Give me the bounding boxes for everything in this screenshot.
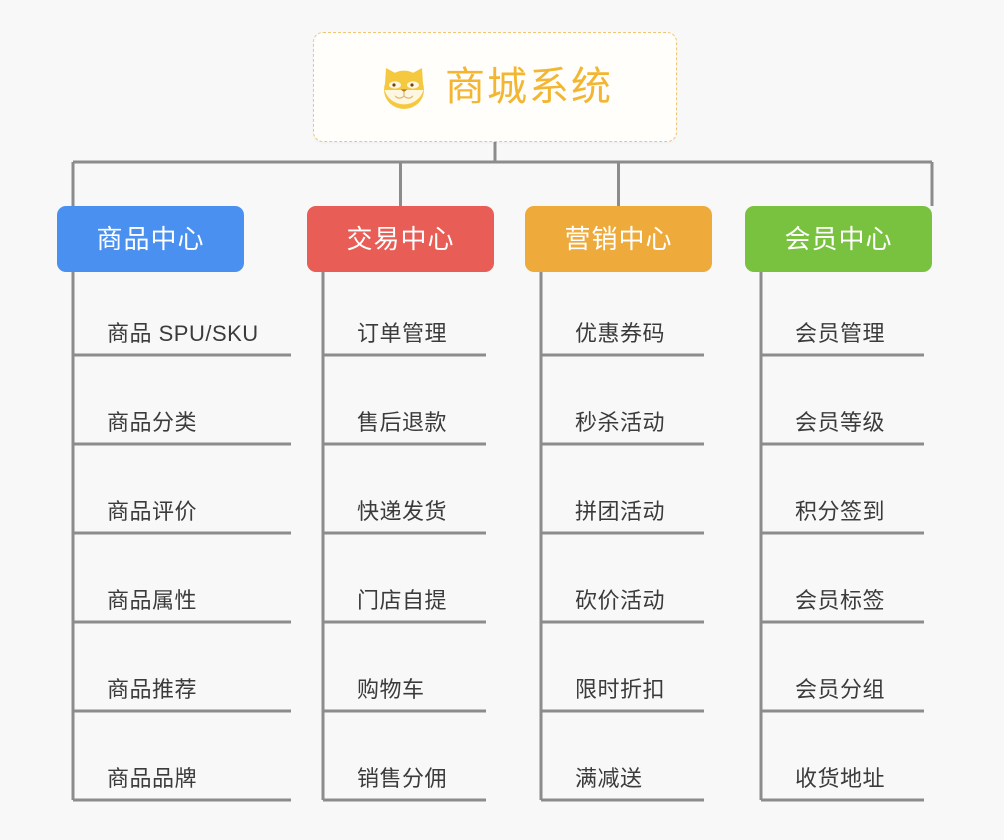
leaf-item-label: 会员管理	[795, 321, 886, 346]
category-box-product-center[interactable]: 商品中心	[57, 206, 244, 272]
leaf-item-label: 商品评价	[107, 499, 198, 524]
leaf-item[interactable]: 商品属性	[73, 533, 321, 622]
leaf-item[interactable]: 商品 SPU/SKU	[73, 266, 321, 355]
leaf-item[interactable]: 会员等级	[761, 355, 954, 444]
leaf-item[interactable]: 商品品牌	[73, 711, 321, 800]
category-label-member-center: 会员中心	[784, 224, 893, 254]
leaf-item[interactable]: 商品分类	[73, 355, 321, 444]
leaf-item[interactable]: 会员分组	[761, 622, 954, 711]
leaf-item-label: 商品推荐	[107, 677, 198, 702]
category-box-member-center[interactable]: 会员中心	[745, 206, 932, 272]
leaf-item[interactable]: 收货地址	[761, 711, 954, 800]
leaf-item[interactable]: 销售分佣	[323, 711, 516, 800]
leaf-item-label: 限时折扣	[575, 677, 666, 702]
leaf-item[interactable]: 订单管理	[323, 266, 516, 355]
leaf-item[interactable]: 购物车	[323, 622, 516, 711]
leaf-item-label: 门店自提	[357, 588, 448, 613]
leaf-item-label: 秒杀活动	[575, 410, 666, 435]
leaf-item-label: 积分签到	[795, 499, 886, 524]
leaf-item-label: 收货地址	[795, 766, 886, 791]
leaf-item-label: 商品 SPU/SKU	[107, 321, 259, 346]
leaf-item-label: 快递发货	[357, 499, 448, 524]
leaf-item-label: 优惠券码	[575, 321, 666, 346]
leaf-item[interactable]: 商品推荐	[73, 622, 321, 711]
leaf-item[interactable]: 会员管理	[761, 266, 954, 355]
shiba-dog-icon	[377, 60, 431, 114]
leaf-item[interactable]: 商品评价	[73, 444, 321, 533]
category-box-marketing-center[interactable]: 营销中心	[525, 206, 712, 272]
leaf-item-label: 销售分佣	[357, 766, 448, 791]
leaf-item-label: 售后退款	[357, 410, 448, 435]
leaf-item[interactable]: 优惠券码	[541, 266, 734, 355]
leaf-item-label: 订单管理	[357, 321, 448, 346]
category-label-product-center: 商品中心	[96, 224, 205, 254]
root-node[interactable]: 商城系统	[313, 32, 677, 142]
leaf-item[interactable]: 秒杀活动	[541, 355, 734, 444]
root-title: 商城系统	[445, 65, 613, 109]
leaf-item[interactable]: 砍价活动	[541, 533, 734, 622]
leaf-item-label: 会员标签	[795, 588, 886, 613]
leaf-item-label: 拼团活动	[575, 499, 666, 524]
leaf-item-label: 会员分组	[795, 677, 886, 702]
leaf-item[interactable]: 拼团活动	[541, 444, 734, 533]
leaf-item[interactable]: 门店自提	[323, 533, 516, 622]
root-node-content: 商城系统	[377, 60, 613, 114]
category-label-marketing-center: 营销中心	[564, 224, 673, 254]
category-label-trade-center: 交易中心	[346, 224, 455, 254]
category-box-trade-center[interactable]: 交易中心	[307, 206, 494, 272]
leaf-item[interactable]: 会员标签	[761, 533, 954, 622]
leaf-item[interactable]: 快递发货	[323, 444, 516, 533]
leaf-item[interactable]: 售后退款	[323, 355, 516, 444]
leaf-item-label: 商品分类	[107, 410, 198, 435]
leaf-item[interactable]: 积分签到	[761, 444, 954, 533]
leaf-item-label: 购物车	[357, 677, 425, 702]
leaf-item[interactable]: 满减送	[541, 711, 734, 800]
leaf-item-label: 砍价活动	[575, 588, 666, 613]
leaf-item-label: 商品品牌	[107, 766, 198, 791]
leaf-item-label: 满减送	[575, 766, 643, 791]
leaf-item-label: 会员等级	[795, 410, 886, 435]
leaf-item-label: 商品属性	[107, 588, 198, 613]
leaf-item[interactable]: 限时折扣	[541, 622, 734, 711]
